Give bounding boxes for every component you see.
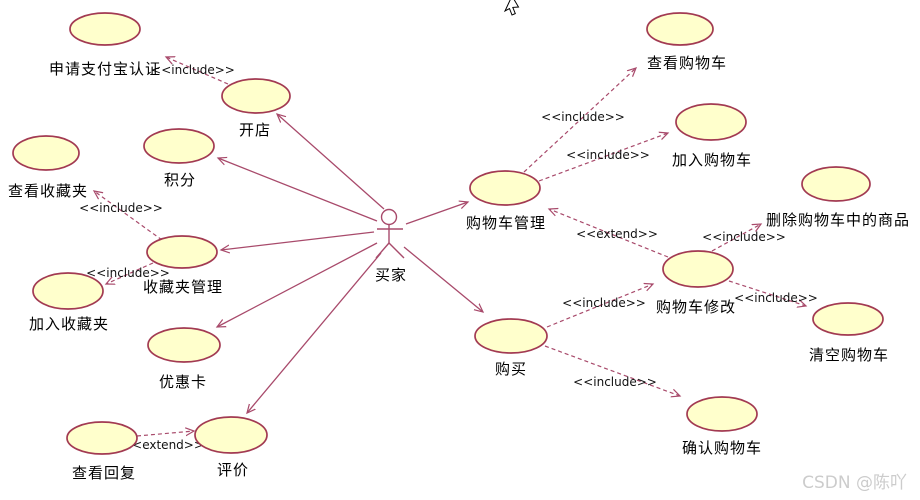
use-case-view-cart: 查看购物车 — [646, 12, 727, 72]
actor-left-leg — [375, 242, 390, 259]
use-case-ellipse — [146, 235, 218, 269]
use-case-ellipse — [662, 250, 734, 288]
use-case-ellipse — [221, 78, 291, 114]
csdn-watermark: CSDN @陈吖 — [802, 473, 907, 493]
use-case-label: 收藏夹管理 — [143, 278, 223, 296]
use-case-ellipse — [69, 12, 141, 46]
use-case-confirm-cart: 确认购物车 — [682, 396, 762, 457]
dependency-line — [549, 209, 669, 258]
use-case-open-shop: 开店 — [221, 78, 291, 139]
use-case-label: 删除购物车中的商品 — [766, 211, 910, 229]
use-case-label: 确认购物车 — [682, 439, 762, 457]
stereotype-label: <<include>> — [702, 230, 786, 244]
use-case-coupon-card: 优惠卡 — [147, 327, 221, 391]
use-case-label: 开店 — [239, 121, 271, 139]
association-buyer-points — [218, 158, 378, 222]
use-case-ellipse — [194, 416, 268, 454]
use-case-delete-cart-items: 删除购物车中的商品 — [766, 166, 910, 229]
use-case-label: 评价 — [217, 461, 249, 479]
use-case-points: 积分 — [143, 128, 215, 189]
use-case-label: 查看收藏夹 — [8, 182, 88, 200]
relation-include-favorites-management-view-favorites: <<include>> — [79, 191, 163, 241]
use-case-label: 积分 — [164, 171, 196, 189]
relation-include-modify-cart-empty-cart: <<include>> — [728, 280, 818, 306]
dependency-line — [106, 262, 154, 284]
stereotype-label: <<include>> — [151, 63, 235, 77]
dependency-line — [711, 224, 761, 252]
use-case-purchase: 购买 — [474, 318, 548, 378]
stereotype-label: <<include>> — [734, 291, 818, 305]
use-case-label: 优惠卡 — [159, 373, 207, 391]
dependency-line — [546, 284, 653, 328]
association-buyer-cart-management — [405, 202, 468, 225]
stereotype-label: <<include>> — [562, 296, 646, 310]
use-case-ellipse — [686, 396, 758, 432]
stereotype-label: <<include>> — [86, 266, 170, 280]
relation-extend-view-replies-review: <<extend>> — [122, 431, 204, 452]
use-case-ellipse — [66, 421, 138, 455]
actor-buyer: 买家 — [375, 208, 407, 284]
relation-include-purchase-modify-cart: <<include>> — [546, 284, 653, 328]
stereotype-label: <<include>> — [566, 148, 650, 162]
relation-include-purchase-confirm-cart: <<include>> — [544, 345, 680, 396]
actor-right-leg — [388, 242, 405, 259]
dependency-line — [166, 57, 229, 85]
use-case-ellipse — [801, 166, 871, 202]
relation-extend-modify-cart-cart-management: <<extend>> — [549, 209, 669, 258]
dependency-line — [136, 431, 194, 437]
use-case-label: 清空购物车 — [809, 346, 889, 364]
actor-label: 买家 — [375, 266, 407, 284]
use-case-label: 查看回复 — [72, 464, 136, 482]
use-case-modify-cart: 购物车修改 — [656, 250, 736, 316]
use-case-label: 购物车修改 — [656, 298, 736, 316]
use-case-ellipse — [646, 12, 714, 46]
use-case-label: 申请支付宝认证 — [49, 60, 161, 78]
use-case-ellipse — [812, 302, 884, 336]
dependency-line — [94, 191, 163, 241]
relation-include-cart-management-add-to-cart: <<include>> — [538, 133, 668, 182]
use-case-ellipse — [12, 135, 80, 171]
relation-include-open-shop-apply-alipay: <<include>> — [151, 57, 235, 85]
use-case-ellipse — [147, 327, 221, 363]
actor-head — [380, 208, 398, 226]
use-case-view-favorites: 查看收藏夹 — [8, 135, 88, 200]
use-case-label: 加入收藏夹 — [29, 315, 109, 333]
use-case-label: 查看购物车 — [647, 54, 727, 72]
stereotype-label: <<include>> — [79, 201, 163, 215]
use-case-label: 加入购物车 — [672, 151, 752, 169]
use-case-label: 购买 — [495, 360, 527, 378]
association-buyer-favorites-management — [221, 231, 375, 250]
relation-include-favorites-management-add-to-favorites: <<include>> — [86, 262, 170, 284]
dependency-line — [544, 345, 680, 396]
stereotype-label: <<extend>> — [122, 438, 204, 452]
association-buyer-coupon-card — [217, 242, 378, 327]
use-case-label: 购物车管理 — [466, 214, 546, 232]
dependency-line — [523, 68, 636, 173]
use-case-favorites-management: 收藏夹管理 — [143, 235, 223, 296]
use-case-ellipse — [474, 318, 548, 354]
use-case-review: 评价 — [194, 416, 268, 479]
association-buyer-open-shop — [277, 114, 385, 210]
dependency-line — [538, 133, 668, 182]
use-case-add-to-cart: 加入购物车 — [672, 103, 752, 169]
association-buyer-purchase — [403, 246, 483, 312]
use-case-empty-cart: 清空购物车 — [809, 302, 889, 364]
stereotype-label: <<include>> — [541, 110, 625, 124]
use-case-add-to-favorites: 加入收藏夹 — [29, 272, 109, 333]
use-case-view-replies: 查看回复 — [66, 421, 138, 482]
stereotype-label: <<extend>> — [576, 227, 658, 241]
stereotype-label: <<include>> — [573, 375, 657, 389]
relation-include-cart-management-view-cart: <<include>> — [523, 68, 636, 173]
use-case-ellipse — [675, 103, 747, 141]
use-case-apply-alipay-cert: 申请支付宝认证 — [49, 12, 161, 78]
use-case-ellipse — [469, 170, 541, 206]
use-case-cart-management: 购物车管理 — [466, 170, 546, 232]
relation-include-modify-cart-delete-cart-items: <<include>> — [702, 224, 786, 252]
association-buyer-review — [247, 252, 382, 413]
use-case-ellipse — [143, 128, 215, 164]
use-case-ellipse — [32, 272, 104, 310]
mouse-cursor-icon — [503, 0, 520, 16]
